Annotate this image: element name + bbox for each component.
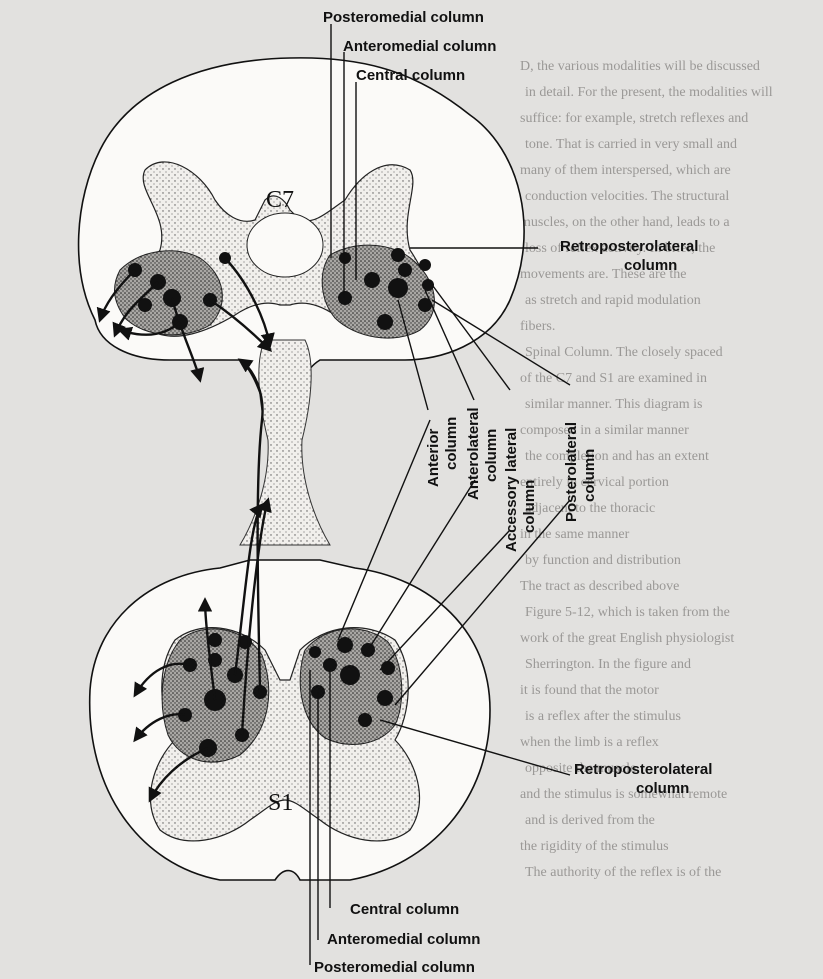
background-text-line: many of them interspersed, which are <box>520 163 731 178</box>
label-accessory-lateral-1: Accessory lateral <box>503 428 520 552</box>
background-text-line: opposite the muscle <box>525 761 636 776</box>
background-text-line: and is derived from the <box>525 813 655 828</box>
background-text-line: by function and distribution <box>525 553 681 568</box>
background-text-line: adjacent to the thoracic <box>525 501 655 516</box>
background-text-line: the rigidity of the stimulus <box>520 839 669 854</box>
background-text-line: The authority of the reflex is of the <box>525 865 721 880</box>
label-central-top: Central column <box>356 67 465 84</box>
label-retroposterolateral-bottom-1: Retroposterolateral <box>574 761 712 778</box>
label-posteromedial-bottom: Posteromedial column <box>314 959 475 976</box>
label-posteromedial-top: Posteromedial column <box>323 9 484 26</box>
background-text-line: D, the various modalities will be discus… <box>520 59 760 74</box>
background-text-line: conduction velocities. The structural <box>525 189 729 204</box>
background-text-line: of the C7 and S1 are examined in <box>520 371 707 386</box>
label-central-bottom: Central column <box>350 901 459 918</box>
labels: Posteromedial column Anteromedial column… <box>314 9 712 976</box>
s1-section: S1 <box>88 559 491 881</box>
background-text-line: The tract as described above <box>520 579 679 594</box>
background-text-line: it is found that the motor <box>520 683 659 698</box>
background-text-line: and the stimulus is somewhat remote <box>520 787 727 802</box>
label-anteromedial-top: Anteromedial column <box>343 38 496 55</box>
label-retroposterolateral-top-2: column <box>624 257 677 274</box>
background-text-line: loss of reflex activity. In brief, the <box>525 241 715 256</box>
leader-lines <box>309 24 571 965</box>
background-text-line: is a reflex after the stimulus <box>525 709 681 724</box>
background-text: D, the various modalities will be discus… <box>520 59 773 880</box>
background-text-line: when the limb is a reflex <box>520 735 659 750</box>
axon-arrows <box>96 257 275 803</box>
label-retroposterolateral-bottom-2: column <box>636 780 689 797</box>
background-text-line: fibers. <box>520 319 555 334</box>
c7-segment-label: C7 <box>266 187 294 213</box>
label-retroposterolateral-top-1: Retroposterolateral <box>560 238 698 255</box>
background-text-line: the completion and has an extent <box>525 449 709 464</box>
background-text-line: muscles, on the other hand, leads to a <box>520 215 730 230</box>
background-text-line: Sherrington. In the figure and <box>525 657 691 672</box>
background-text-line: similar manner. This diagram is <box>525 397 702 412</box>
s1-segment-label: S1 <box>268 790 293 816</box>
background-text-line: tone. That is carried in very small and <box>525 137 737 152</box>
label-anterolateral-1: Anterolateral <box>465 407 482 500</box>
label-accessory-lateral-2: column <box>521 480 538 533</box>
background-text-line: in the same manner <box>520 527 630 542</box>
background-text-line: Figure 5-12, which is taken from the <box>525 605 730 620</box>
background-text-line: composed in a similar manner <box>520 423 689 438</box>
background-text-line: work of the great English physiologist <box>520 631 734 646</box>
label-posterolateral-1: Posterolateral <box>563 422 580 522</box>
background-text-line: entirely in cervical portion <box>520 475 669 490</box>
label-anterolateral-2: column <box>483 429 500 482</box>
label-anterior-1: Anterior <box>425 429 442 488</box>
c7-central-canal-region <box>246 212 324 278</box>
label-anteromedial-bottom: Anteromedial column <box>327 931 480 948</box>
background-text-line: as stretch and rapid modulation <box>525 293 701 308</box>
background-text-line: movements are. These are the <box>520 267 687 282</box>
label-anterior-2: column <box>443 417 460 470</box>
label-posterolateral-2: column <box>581 449 598 502</box>
background-text-line: Spinal Column. The closely spaced <box>525 345 723 360</box>
background-text-line: suffice: for example, stretch reflexes a… <box>520 111 748 126</box>
background-text-line: in detail. For the present, the modaliti… <box>525 85 773 100</box>
